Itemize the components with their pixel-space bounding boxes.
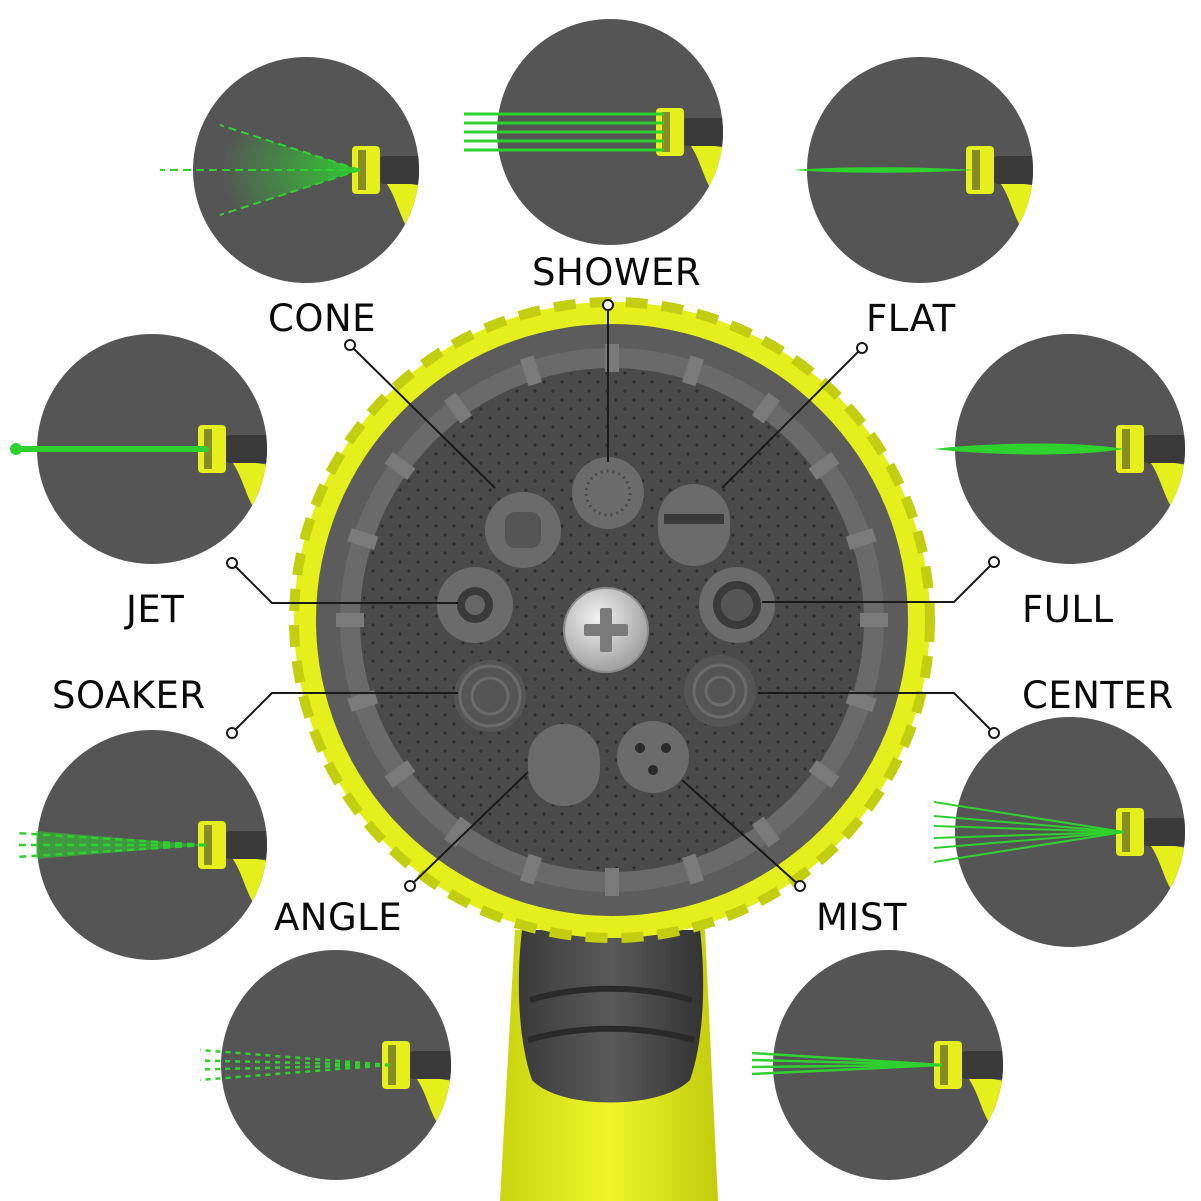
dial-rib (520, 853, 543, 885)
label-full: FULL (1022, 588, 1114, 631)
inset-flat (794, 57, 1033, 283)
inset-shower (464, 19, 723, 245)
port-flat (658, 484, 730, 566)
spray-center (933, 801, 1125, 863)
port-mist (617, 721, 689, 793)
port-shower (572, 457, 644, 529)
dial-rib (808, 452, 840, 480)
port-cone (485, 492, 561, 568)
port-angle (528, 724, 600, 806)
inset-full (934, 334, 1185, 564)
callout-center (758, 692, 995, 734)
dial-rib (752, 392, 780, 424)
label-angle: ANGLE (274, 896, 403, 939)
callout-flat (721, 347, 863, 489)
dial-rib (347, 689, 379, 712)
callout-mist (681, 779, 801, 887)
spray-pattern-insets (10, 19, 1185, 1180)
callout-cone (349, 344, 496, 489)
label-flat: FLAT (866, 297, 956, 340)
dial-rib (347, 528, 379, 551)
dial-rib (336, 613, 364, 627)
dial-rib (444, 392, 472, 424)
callout-angle (409, 771, 529, 887)
phillips-screw-icon (563, 587, 649, 673)
label-cone: CONE (268, 297, 377, 340)
nozzle-handle (500, 930, 718, 1201)
spray-jet (10, 443, 209, 455)
dial-rib (444, 816, 472, 848)
spray-soaker (15, 831, 207, 859)
spray-shower (464, 112, 664, 152)
callout-lines (226, 299, 1000, 892)
spray-cone (160, 124, 361, 216)
inset-mist (751, 950, 1003, 1180)
inset-cone (160, 57, 419, 283)
inset-soaker (15, 730, 267, 960)
callout-jet (231, 562, 458, 604)
dial-rib (808, 760, 840, 788)
inset-center (933, 717, 1185, 947)
dial-rib (752, 816, 780, 848)
port-jet (437, 567, 513, 643)
callout-soaker (231, 692, 458, 734)
label-jet: JET (126, 588, 185, 631)
label-shower: SHOWER (532, 251, 702, 294)
nozzle-ports (437, 457, 775, 806)
dial-rib (681, 853, 704, 885)
port-soaker (454, 660, 526, 732)
label-soaker: SOAKER (52, 674, 206, 717)
label-mist: MIST (816, 896, 907, 939)
dial-rib (845, 689, 877, 712)
callout-full (762, 561, 995, 603)
spray-full (934, 443, 1124, 455)
port-full (699, 567, 775, 643)
dial-rib (605, 868, 619, 896)
spray-flat (794, 167, 974, 173)
dial-rib (520, 355, 543, 387)
inset-circle (221, 950, 451, 1180)
inset-circle (955, 717, 1185, 947)
dial-rib (681, 355, 704, 387)
dial-rib (384, 760, 416, 788)
dial-ribs (336, 344, 888, 896)
dial-rib (860, 613, 888, 627)
spray-angle (199, 1048, 391, 1082)
label-center: CENTER (1022, 674, 1174, 717)
port-center (684, 655, 756, 727)
inset-angle (199, 950, 451, 1180)
spray-mist (751, 1051, 943, 1076)
dial-rib (845, 528, 877, 551)
dial-rib (384, 452, 416, 480)
inset-jet (10, 334, 267, 564)
